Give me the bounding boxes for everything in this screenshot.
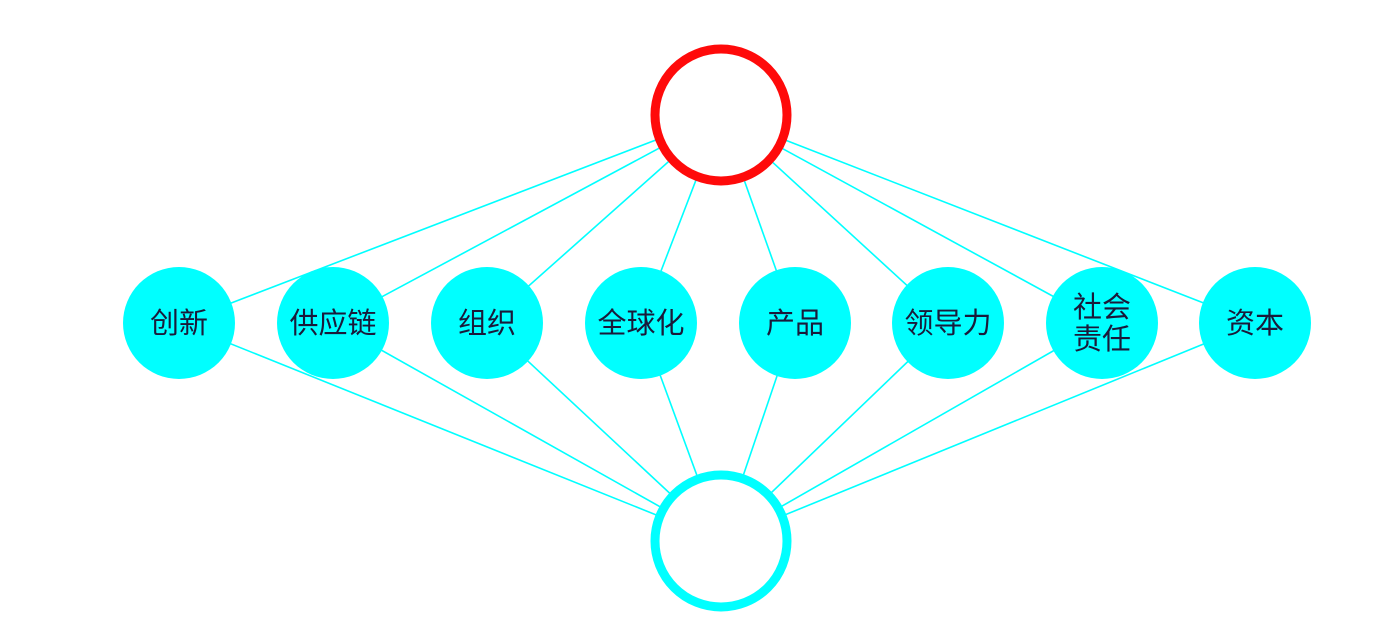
- top-hub-circle: [650, 44, 792, 186]
- node-circle: [1046, 267, 1158, 379]
- node-label: 责任: [1073, 322, 1131, 356]
- node-5: 产品: [739, 267, 851, 379]
- connector-top-8: [720, 114, 1256, 324]
- hub-circles: [650, 44, 792, 612]
- node-label: 组织: [458, 306, 516, 340]
- node-label: 资本: [1226, 306, 1284, 340]
- connector-top-2: [332, 114, 722, 324]
- node-circle: [1199, 267, 1311, 379]
- connector-top-1: [178, 114, 722, 324]
- node-4: 全球化: [585, 267, 697, 379]
- node-circle: [739, 267, 851, 379]
- node-label: 供应链: [289, 306, 376, 340]
- connector-bottom-7: [720, 322, 1103, 542]
- node-6: 领导力: [892, 267, 1004, 379]
- node-label: 社会: [1073, 290, 1131, 324]
- node-label: 领导力: [904, 306, 991, 340]
- node-circle: [431, 267, 543, 379]
- node-label: 创新: [150, 306, 208, 340]
- bottom-hub-circle: [650, 470, 792, 612]
- connector-bottom-1: [178, 322, 722, 542]
- connector-bottom-2: [332, 322, 722, 542]
- node-1: 创新: [123, 267, 235, 379]
- node-circle: [892, 267, 1004, 379]
- node-label: 全球化: [597, 306, 684, 340]
- node-circle: [585, 267, 697, 379]
- node-8: 资本: [1199, 267, 1311, 379]
- connector-bottom-8: [720, 322, 1256, 542]
- node-3: 组织: [431, 267, 543, 379]
- node-label: 产品: [766, 306, 824, 340]
- node-circle: [123, 267, 235, 379]
- node-circle: [277, 267, 389, 379]
- node-2: 供应链: [277, 267, 389, 379]
- connector-top-7: [720, 114, 1103, 324]
